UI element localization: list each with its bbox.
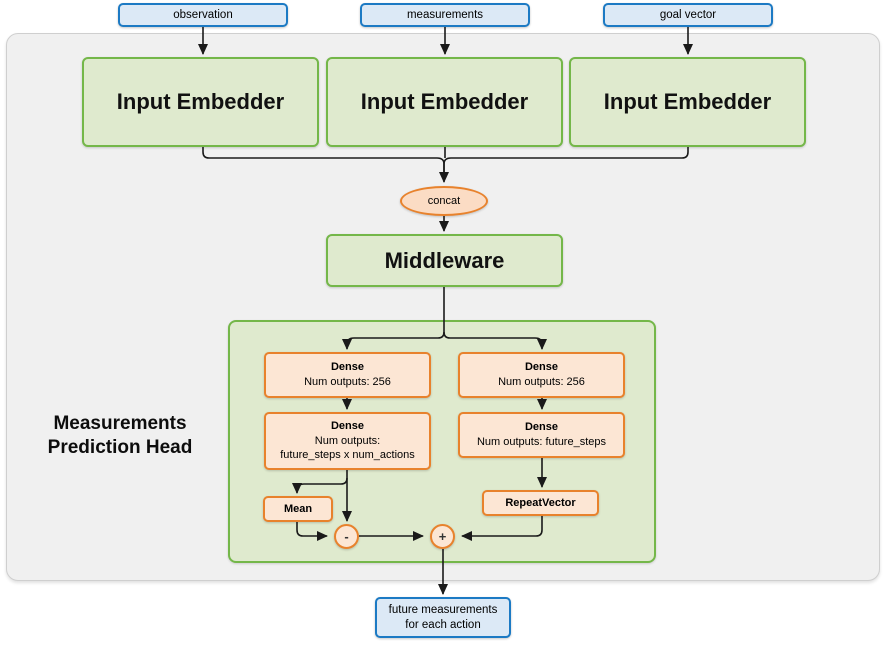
input-box-goal-vector[interactable]: goal vector xyxy=(603,3,773,27)
dense-right-2-outputs: Num outputs: future_steps xyxy=(476,436,606,448)
dense-right-2-title: Dense xyxy=(524,421,559,434)
dense-left-2-outputs-label: Num outputs: xyxy=(314,434,381,447)
mean-box[interactable]: Mean xyxy=(263,496,333,522)
dense-right-1-title: Dense xyxy=(524,361,559,374)
input-embedder-1-label: Input Embedder xyxy=(116,89,285,114)
concat-node[interactable]: concat xyxy=(400,186,488,216)
input-box-goal-vector-label: goal vector xyxy=(659,8,717,21)
dense-left-1[interactable]: Dense Num outputs: 256 xyxy=(264,352,431,398)
output-box-future-measurements[interactable]: future measurements for each action xyxy=(375,597,511,638)
input-embedder-1[interactable]: Input Embedder xyxy=(82,57,319,147)
middleware-box[interactable]: Middleware xyxy=(326,234,563,287)
middleware-label: Middleware xyxy=(384,247,505,273)
dense-left-1-outputs: Num outputs: 256 xyxy=(304,376,391,388)
input-box-measurements-label: measurements xyxy=(406,8,484,21)
concat-label: concat xyxy=(427,195,461,207)
measurements-prediction-head-label: Measurements Prediction Head xyxy=(20,412,220,461)
add-operator[interactable]: + xyxy=(430,524,455,549)
output-line-1: future measurements xyxy=(388,604,498,617)
dense-right-1-outputs: Num outputs: 256 xyxy=(498,376,585,388)
input-box-measurements[interactable]: measurements xyxy=(360,3,530,27)
input-embedder-3-label: Input Embedder xyxy=(603,89,772,114)
mean-label: Mean xyxy=(283,502,313,515)
dense-right-2[interactable]: Dense Num outputs: future_steps xyxy=(458,412,625,458)
input-box-observation[interactable]: observation xyxy=(118,3,288,27)
dense-left-2-outputs-value: future_steps x num_actions xyxy=(280,449,415,462)
head-label-line-1: Measurements xyxy=(53,413,187,434)
input-box-observation-label: observation xyxy=(173,8,233,21)
input-embedder-2[interactable]: Input Embedder xyxy=(326,57,563,147)
repeat-vector-label: RepeatVector xyxy=(505,496,576,509)
dense-right-1[interactable]: Dense Num outputs: 256 xyxy=(458,352,625,398)
dense-left-2[interactable]: Dense Num outputs: future_steps x num_ac… xyxy=(264,412,431,470)
dense-left-2-title: Dense xyxy=(330,420,365,433)
output-line-2: for each action xyxy=(405,618,481,631)
repeat-vector-box[interactable]: RepeatVector xyxy=(482,490,599,516)
head-label-line-2: Prediction Head xyxy=(47,437,193,459)
subtract-operator-label: - xyxy=(344,529,349,544)
dense-left-1-title: Dense xyxy=(330,361,365,374)
input-embedder-2-label: Input Embedder xyxy=(360,89,529,114)
add-operator-label: + xyxy=(438,529,447,544)
input-embedder-3[interactable]: Input Embedder xyxy=(569,57,806,147)
subtract-operator[interactable]: - xyxy=(334,524,359,549)
